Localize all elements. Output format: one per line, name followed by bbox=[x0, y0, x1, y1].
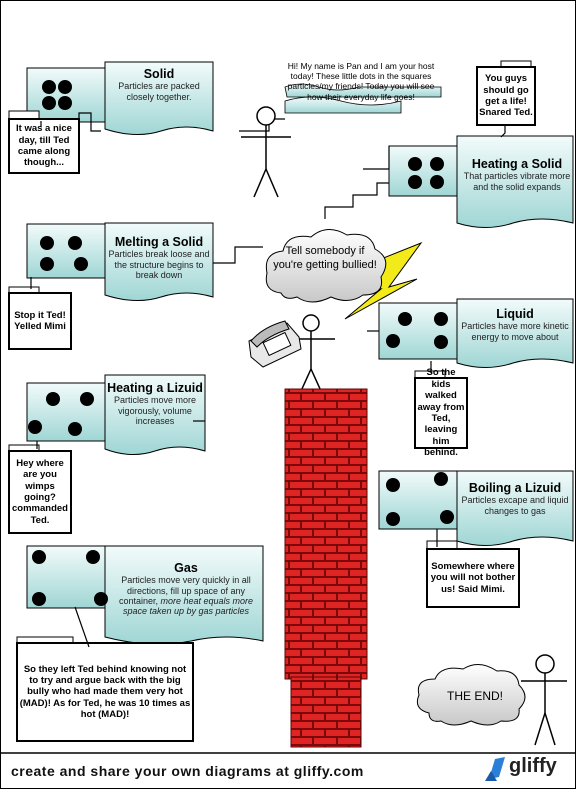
host-stick-figure bbox=[241, 106, 291, 198]
connector-lines bbox=[30, 112, 506, 648]
phase-title: Liquid bbox=[496, 307, 534, 321]
phase-desc: Particles break loose and the structure … bbox=[108, 249, 210, 281]
note-box-heating-solid bbox=[476, 60, 536, 126]
note-gas: So they left Ted behind knowing not to t… bbox=[19, 663, 191, 721]
particle-box-gas bbox=[26, 545, 108, 609]
note-melting: Stop it Ted! Yelled Mimi bbox=[14, 309, 66, 332]
note-box-liquid bbox=[414, 370, 468, 449]
phase-solid: Solid Particles are packed closely toget… bbox=[105, 67, 213, 102]
telephone-icon bbox=[248, 320, 302, 368]
note-solid: It was a nice day, till Ted came along t… bbox=[16, 123, 72, 169]
gliffy-logo-icon bbox=[485, 757, 505, 781]
note-heating-solid: You guys should go get a life! Snared Te… bbox=[479, 73, 533, 119]
host-speech-shape bbox=[284, 83, 442, 114]
doc-shape-melting bbox=[104, 222, 214, 301]
phase-title: Boiling a Lizuid bbox=[468, 481, 562, 495]
cloud-the-end-text: THE END! bbox=[446, 689, 503, 703]
particle-box-heating-solid bbox=[388, 145, 458, 197]
doc-shape-gas bbox=[104, 545, 264, 645]
phase-title: Heating a Lizuid bbox=[107, 381, 203, 395]
note-box-boiling bbox=[426, 540, 520, 608]
phase-desc: That particles vibrate more and the soli… bbox=[463, 171, 571, 192]
cloud-bullied-text: Tell somebody if you're getting bullied! bbox=[273, 245, 377, 271]
phase-desc-plain: Particles move very quickly in all direc… bbox=[118, 575, 251, 607]
particle-box-boiling bbox=[378, 470, 458, 530]
phase-liquid: Liquid Particles have more kinetic energ… bbox=[457, 307, 573, 342]
particle-box-liquid bbox=[378, 302, 458, 360]
note-liquid: So the kids walked away from Ted, leavin… bbox=[417, 367, 465, 459]
end-stick-figure bbox=[521, 654, 567, 746]
note-box-melting bbox=[8, 286, 72, 350]
phase-title: Gas bbox=[174, 561, 198, 575]
cloud-bullied bbox=[265, 229, 387, 303]
brick-tower bbox=[284, 388, 368, 748]
phase-title: Heating a Solid bbox=[471, 157, 563, 171]
phase-gas: Gas Particles move very quickly in all d… bbox=[113, 561, 259, 617]
footer-link[interactable]: create and share your own diagrams at gl… bbox=[11, 763, 364, 779]
ted-stick-figure bbox=[287, 314, 335, 392]
phase-desc: Particles move very quickly in all direc… bbox=[113, 575, 259, 616]
phase-boiling: Boiling a Lizuid Particles excape and li… bbox=[457, 481, 573, 516]
phase-heating-solid: Heating a Solid That particles vibrate m… bbox=[461, 157, 573, 192]
note-box-solid bbox=[8, 110, 80, 174]
note-box-gas bbox=[16, 636, 194, 742]
note-heating-liquid: Hey where are you wimps going? commanded… bbox=[12, 457, 68, 526]
phase-title: Solid bbox=[143, 67, 175, 81]
doc-shape-heating-liquid bbox=[104, 374, 206, 455]
phase-melting: Melting a Solid Particles break loose an… bbox=[105, 235, 213, 280]
doc-shape-solid bbox=[104, 61, 214, 135]
particle-box-melting bbox=[26, 223, 106, 279]
cloud-the-end bbox=[416, 664, 526, 726]
gliffy-logo[interactable]: gliffy bbox=[509, 755, 557, 777]
footer-bar: create and share your own diagrams at gl… bbox=[1, 753, 576, 790]
doc-shape-boiling bbox=[456, 470, 574, 546]
phase-desc: Particles are packed closely together. bbox=[118, 81, 200, 102]
doc-shape-liquid bbox=[456, 298, 574, 368]
doc-shape-heating-solid bbox=[456, 135, 574, 228]
note-box-heating-liquid bbox=[8, 444, 72, 534]
phase-desc: Particles move more vigorously, volume i… bbox=[113, 395, 197, 427]
host-speech-text: Hi! My name is Pan and I am your host to… bbox=[287, 61, 435, 102]
phase-desc-italic: more heat equals more space taken up by … bbox=[122, 596, 254, 617]
phase-heating-liquid: Heating a Lizuid Particles move more vig… bbox=[105, 381, 205, 426]
phase-desc: Particles excape and liquid changes to g… bbox=[461, 495, 569, 516]
particle-box-heating-liquid bbox=[26, 382, 106, 442]
phase-desc: Particles have more kinetic energy to mo… bbox=[461, 321, 569, 342]
note-boiling: Somewhere where you will not bother us! … bbox=[430, 560, 516, 595]
phase-title: Melting a Solid bbox=[114, 235, 204, 249]
